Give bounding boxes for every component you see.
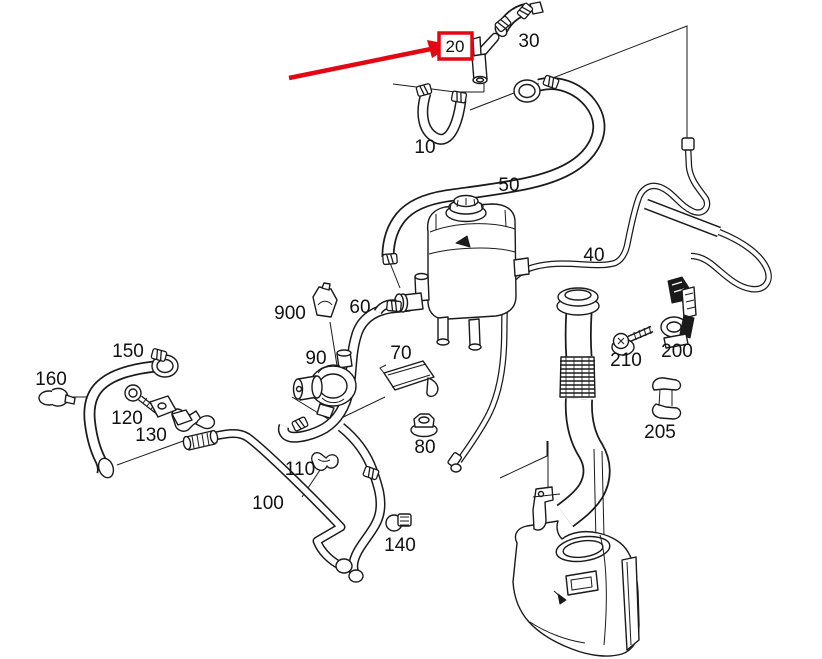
reservoir-side-flange — [621, 556, 640, 651]
callout-150[interactable]: 150 — [112, 341, 144, 362]
callout-50[interactable]: 50 — [498, 175, 519, 196]
part-50-hose — [388, 80, 599, 257]
callout-205[interactable]: 205 — [644, 422, 676, 443]
filler-neck-bellows — [559, 356, 596, 398]
highlight-part-20: 20 — [288, 31, 474, 81]
filler-neck-rim — [556, 287, 600, 316]
callout-20-highlighted[interactable]: 20 — [446, 37, 465, 56]
clamp-hose10-right — [450, 90, 468, 104]
callout-10[interactable]: 10 — [414, 137, 435, 158]
part-150-hose — [89, 354, 179, 480]
clamp-hose50-bottom — [381, 252, 399, 266]
part-160-clamp — [38, 387, 76, 407]
clamp-hose60-top — [385, 299, 403, 313]
callout-120[interactable]: 120 — [111, 408, 143, 429]
red-arrow-shaft — [288, 46, 432, 81]
red-highlight-box — [437, 31, 474, 61]
tank-warning-triangle — [455, 235, 471, 248]
clamp-hose60-end — [290, 415, 310, 433]
part-200-bracket — [660, 276, 697, 349]
part-210-bolt — [611, 325, 654, 356]
washer-filler-neck — [556, 287, 600, 516]
part-130-bracket — [149, 395, 216, 430]
callout-60[interactable]: 60 — [349, 297, 370, 318]
callout-40[interactable]: 40 — [583, 245, 604, 266]
callout-80[interactable]: 80 — [414, 437, 435, 458]
part-70-bracket — [379, 360, 439, 398]
callout-labels: 10 30 40 50 60 70 80 90 100 110 120 130 … — [35, 31, 693, 556]
callout-130[interactable]: 130 — [135, 425, 167, 446]
tank-legs — [436, 316, 482, 351]
part-110-clip — [311, 452, 339, 471]
callout-110[interactable]: 110 — [285, 459, 315, 480]
callout-30[interactable]: 30 — [518, 31, 539, 52]
hose-40-top-fitting — [681, 137, 695, 151]
callout-140[interactable]: 140 — [384, 535, 416, 556]
callout-90[interactable]: 90 — [305, 348, 326, 369]
callout-210[interactable]: 210 — [610, 350, 642, 371]
hose-40-end-fitting — [447, 452, 463, 473]
hose-100-coupling — [182, 429, 219, 451]
part-40-washer-hose — [447, 137, 768, 473]
callout-900[interactable]: 900 — [274, 303, 306, 324]
pump-outlet-hose — [341, 427, 381, 583]
part-90-aux-pump — [292, 349, 357, 419]
washer-reservoir — [512, 486, 640, 657]
callout-100[interactable]: 100 — [252, 493, 284, 514]
tank-side-tab — [513, 257, 530, 277]
clamp-hose150-top — [150, 347, 168, 363]
callout-70[interactable]: 70 — [390, 343, 411, 364]
part-900-clip — [312, 282, 338, 318]
part-20-connector — [471, 32, 500, 85]
pump-hose-end-fitting — [348, 569, 364, 583]
hose-150-end-clamp — [97, 457, 115, 479]
hose-100-end-fitting — [335, 558, 353, 574]
part-140-clamp — [385, 513, 412, 532]
callout-200[interactable]: 200 — [661, 341, 693, 362]
background-panel — [499, 441, 605, 544]
reservoir-bracket — [532, 486, 561, 531]
tank-cap — [445, 194, 487, 223]
part-205-clip — [651, 377, 682, 420]
part-80-nut — [410, 413, 438, 438]
callout-160[interactable]: 160 — [35, 369, 67, 390]
